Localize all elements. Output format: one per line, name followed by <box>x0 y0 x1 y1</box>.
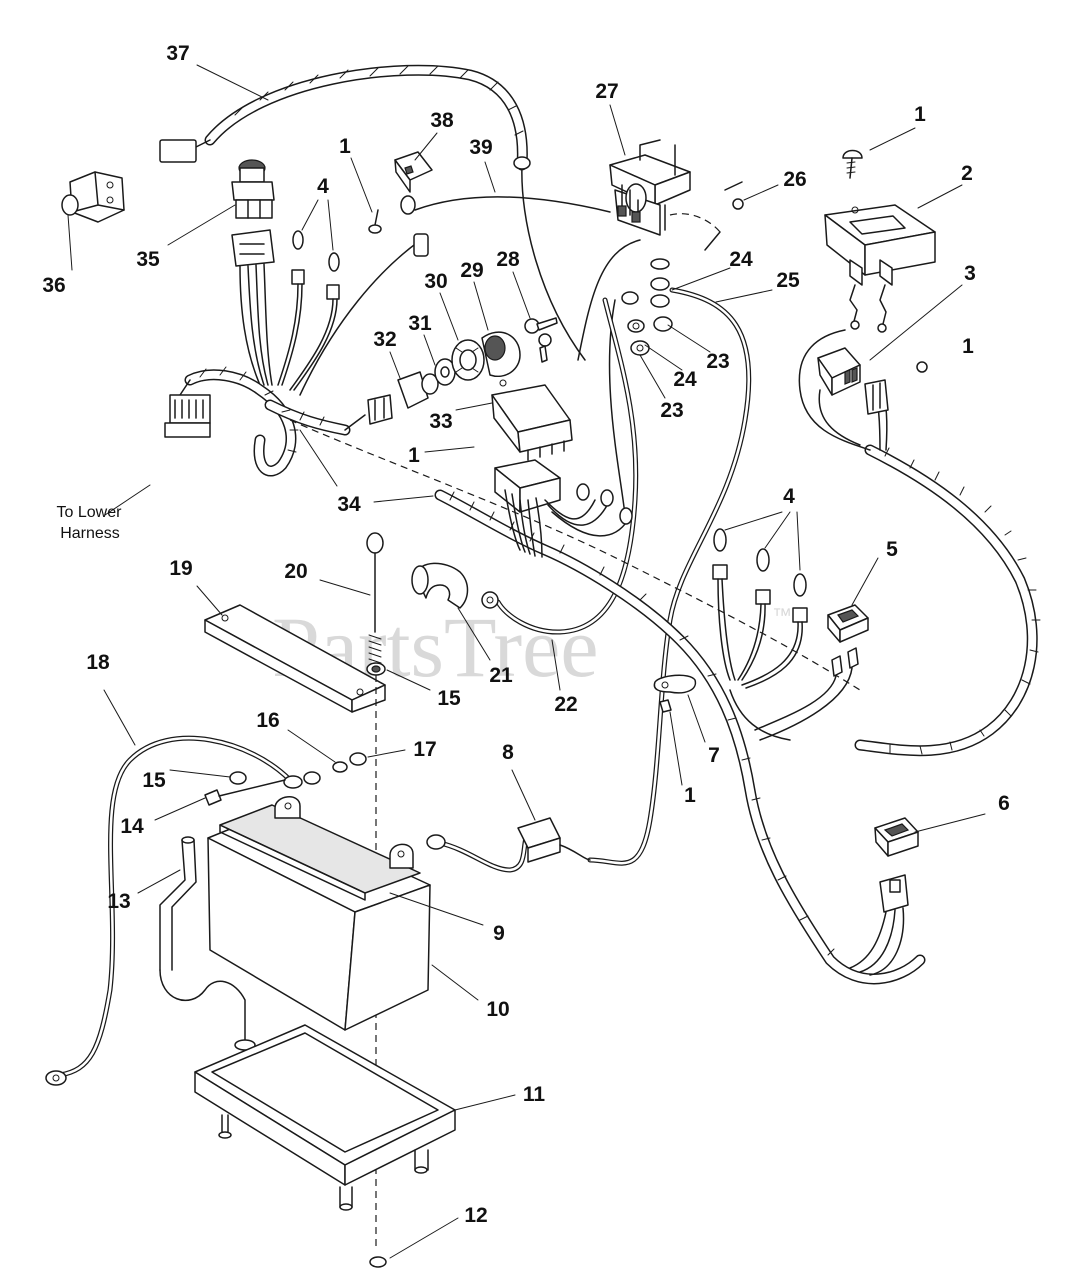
callout-18: 18 <box>86 651 110 674</box>
callout-1-meter-screw: 1 <box>914 103 926 126</box>
callout-14: 14 <box>120 815 144 838</box>
callout-3: 3 <box>964 262 976 285</box>
harness-right <box>798 329 1041 757</box>
callout-34: 34 <box>337 493 361 516</box>
part-38-relay <box>368 151 611 234</box>
part-27-solenoid <box>609 139 744 251</box>
part-33-module <box>491 379 573 461</box>
callout-23-upper: 23 <box>706 350 729 373</box>
callout-22: 22 <box>554 693 577 716</box>
callout-37: 37 <box>166 42 189 65</box>
callout-12: 12 <box>464 1204 487 1227</box>
part-2-hour-meter <box>824 204 936 333</box>
callout-11: 11 <box>523 1083 546 1106</box>
callout-17: 17 <box>413 738 436 761</box>
part-36-switch-block <box>61 171 125 223</box>
callout-36: 36 <box>42 274 65 297</box>
ignition-switch-assembly <box>344 331 521 431</box>
callout-29: 29 <box>460 259 483 282</box>
part-11-battery-tray <box>194 1024 456 1211</box>
callout-4-left: 4 <box>317 175 329 198</box>
callout-1-relay-screw: 1 <box>962 335 974 358</box>
callout-21: 21 <box>489 664 513 687</box>
callout-9: 9 <box>493 922 505 945</box>
battery-terminal-hardware <box>204 752 367 806</box>
connector-block-center <box>494 459 633 558</box>
part-18-ground-cable <box>45 735 303 1086</box>
callout-1-clamp-screw: 1 <box>684 784 696 807</box>
callout-15-lower: 15 <box>142 769 166 792</box>
callout-4-right: 4 <box>783 485 795 508</box>
callout-33: 33 <box>429 410 452 433</box>
part-10-battery <box>207 796 431 1031</box>
callout-27: 27 <box>595 80 618 103</box>
nuts-and-washers-23-24 <box>627 258 673 356</box>
part-7-clamp <box>653 674 697 713</box>
part-28-keys <box>524 317 558 363</box>
callout-8: 8 <box>502 741 514 764</box>
callout-19: 19 <box>169 557 192 580</box>
screw-1-top-right <box>842 149 863 179</box>
part-3-relay <box>817 347 928 415</box>
callout-28: 28 <box>496 248 520 271</box>
part-13-vent-tube <box>159 836 256 1051</box>
callout-26: 26 <box>783 168 806 191</box>
callout-24-upper: 24 <box>729 248 753 271</box>
part-6-switch <box>849 817 919 976</box>
callout-13: 13 <box>107 890 130 913</box>
callout-2: 2 <box>961 162 973 185</box>
callout-10: 10 <box>486 998 509 1021</box>
battery-cable-25 <box>577 239 752 866</box>
connector-bundle-left <box>231 229 429 396</box>
callout-16: 16 <box>256 709 279 732</box>
callout-31: 31 <box>408 312 432 335</box>
note-to-lower-harness-line2: Harness <box>60 525 120 542</box>
cable-22 <box>481 297 639 635</box>
callout-1-relay: 1 <box>339 135 351 158</box>
callout-labels: 37 38 39 27 1 1 2 4 26 35 36 3 1 30 29 2… <box>42 42 1010 1227</box>
callout-7: 7 <box>708 744 720 767</box>
watermark-trademark: ™ <box>772 605 792 627</box>
part-35-pto-switch <box>231 159 275 219</box>
callout-1-module-screw: 1 <box>408 444 420 467</box>
harness-upper-left <box>164 366 351 477</box>
callout-20: 20 <box>284 560 307 583</box>
callout-30: 30 <box>424 270 447 293</box>
part-20-rod-and-spring <box>366 532 387 1268</box>
right-lamp-bulbs <box>712 528 808 689</box>
harness-main-center <box>289 419 926 985</box>
part-8-positive-cable <box>426 817 591 873</box>
callout-6: 6 <box>998 792 1010 815</box>
callout-15-upper: 15 <box>437 687 461 710</box>
part-21-boot <box>411 562 469 609</box>
part-5-rocker-switch <box>729 604 869 741</box>
callout-32: 32 <box>373 328 396 351</box>
callout-5: 5 <box>886 538 898 561</box>
callout-23-lower: 23 <box>660 399 683 422</box>
part-19-bracket <box>204 604 386 713</box>
callout-25: 25 <box>776 269 800 292</box>
callout-24-lower: 24 <box>673 368 697 391</box>
callout-38: 38 <box>430 109 454 132</box>
callout-35: 35 <box>136 248 160 271</box>
leader-lines <box>67 64 986 1259</box>
harness-37 <box>159 64 586 361</box>
callout-39: 39 <box>469 136 492 159</box>
note-to-lower-harness-line1: To Lower <box>57 504 123 521</box>
